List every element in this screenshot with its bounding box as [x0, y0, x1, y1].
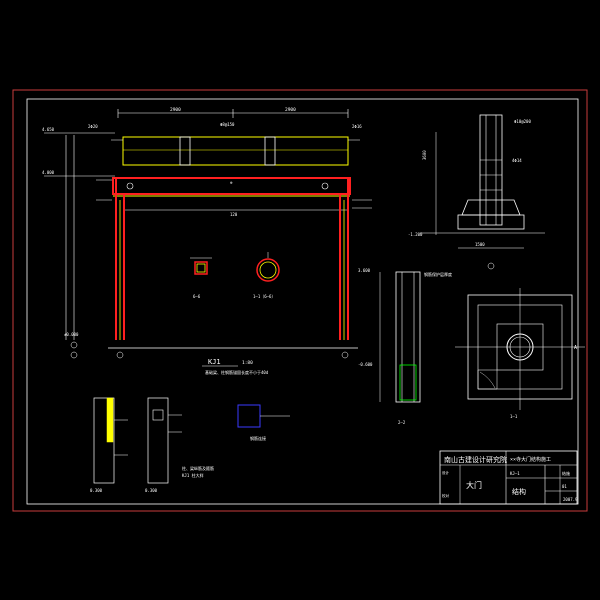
svg-text:3600: 3600: [422, 150, 427, 160]
frame-title: KJ1: [208, 358, 221, 366]
dim-2900-right: 2900: [285, 107, 296, 113]
sheet-border: [12, 89, 588, 512]
inner-border: [26, 98, 579, 505]
note-bottom2: KJ1 柱大样: [182, 472, 204, 478]
elev-side: -0.600: [358, 362, 373, 367]
note-right: 钢筋保护层厚度: [424, 271, 452, 277]
tb-company: 南山古建设计研究院: [444, 455, 507, 464]
title-block: 南山古建设计研究院 ××寺大门结构施工 大门 KJ—1 结构 结施 01 200…: [439, 450, 578, 505]
tb-number: 01: [562, 484, 567, 489]
section-1-1-circular: 1—1（6—6）: [253, 252, 280, 299]
elev-mid: 3.600: [358, 268, 371, 273]
footing-elevation: 3600 -1.200 1500 Φ10@200 4Φ14: [408, 114, 545, 270]
detail-left-label: 0.300: [90, 488, 103, 493]
elev-top: 4.650: [42, 127, 55, 132]
svg-text:120: 120: [230, 212, 238, 217]
tb-sheet-label: KJ—1: [510, 471, 520, 476]
section-22-label: 2—2: [398, 420, 406, 425]
tb-designer: 设计: [442, 470, 450, 475]
section-2-2: -0.600 3.600 2—2 钢筋保护层厚度: [358, 268, 452, 425]
tb-checker: 校对: [442, 493, 450, 498]
tb-sheet-code: 结施: [562, 470, 570, 476]
section-11-label: 1—1（6—6）: [253, 294, 275, 299]
bar-d8: Φ8@150: [220, 122, 235, 127]
note-connect: 钢筋连接: [250, 435, 266, 441]
tb-date: 2007.9: [563, 497, 578, 502]
frame-scale: 1:80: [242, 360, 253, 366]
frame-note: 基础梁、柱钢筋锚固长度不小于40d: [205, 369, 269, 375]
section-11b-label: 1—1: [510, 414, 518, 419]
elev-base: -1.200: [408, 232, 423, 237]
dim-2900-left: 2900: [170, 107, 181, 113]
tb-drawing-name: 大门: [466, 480, 482, 490]
bar-4d14: 4Φ14: [512, 158, 522, 163]
plan-a-label: A: [574, 345, 577, 351]
frame-elevation: 2900 2900 4.650 4.000 ±0.000 ⊕ 120: [42, 107, 372, 375]
svg-text:⊕: ⊕: [230, 180, 233, 185]
section-66-label: 6—6: [193, 294, 201, 299]
tb-project: ××寺大门结构施工: [510, 456, 551, 463]
svg-text:1500: 1500: [475, 242, 485, 247]
column-details: 0.300 0.300 钢筋连接 柱、梁纵筋及箍筋 KJ1 柱大样: [90, 397, 290, 493]
tb-stage: 结构: [512, 487, 526, 496]
elev-beam: 4.000: [42, 170, 55, 175]
bar-2d16: 2Φ16: [352, 124, 362, 129]
bar-d10: Φ10@200: [514, 119, 531, 124]
section-6-6: 6—6: [190, 257, 212, 299]
detail-mid-label: 0.300: [145, 488, 158, 493]
note-bottom1: 柱、梁纵筋及箍筋: [182, 465, 214, 471]
bar-2d20: 2Φ20: [88, 124, 98, 129]
elev-zero: ±0.000: [64, 332, 79, 337]
footing-plan: A 1—1: [455, 288, 585, 419]
